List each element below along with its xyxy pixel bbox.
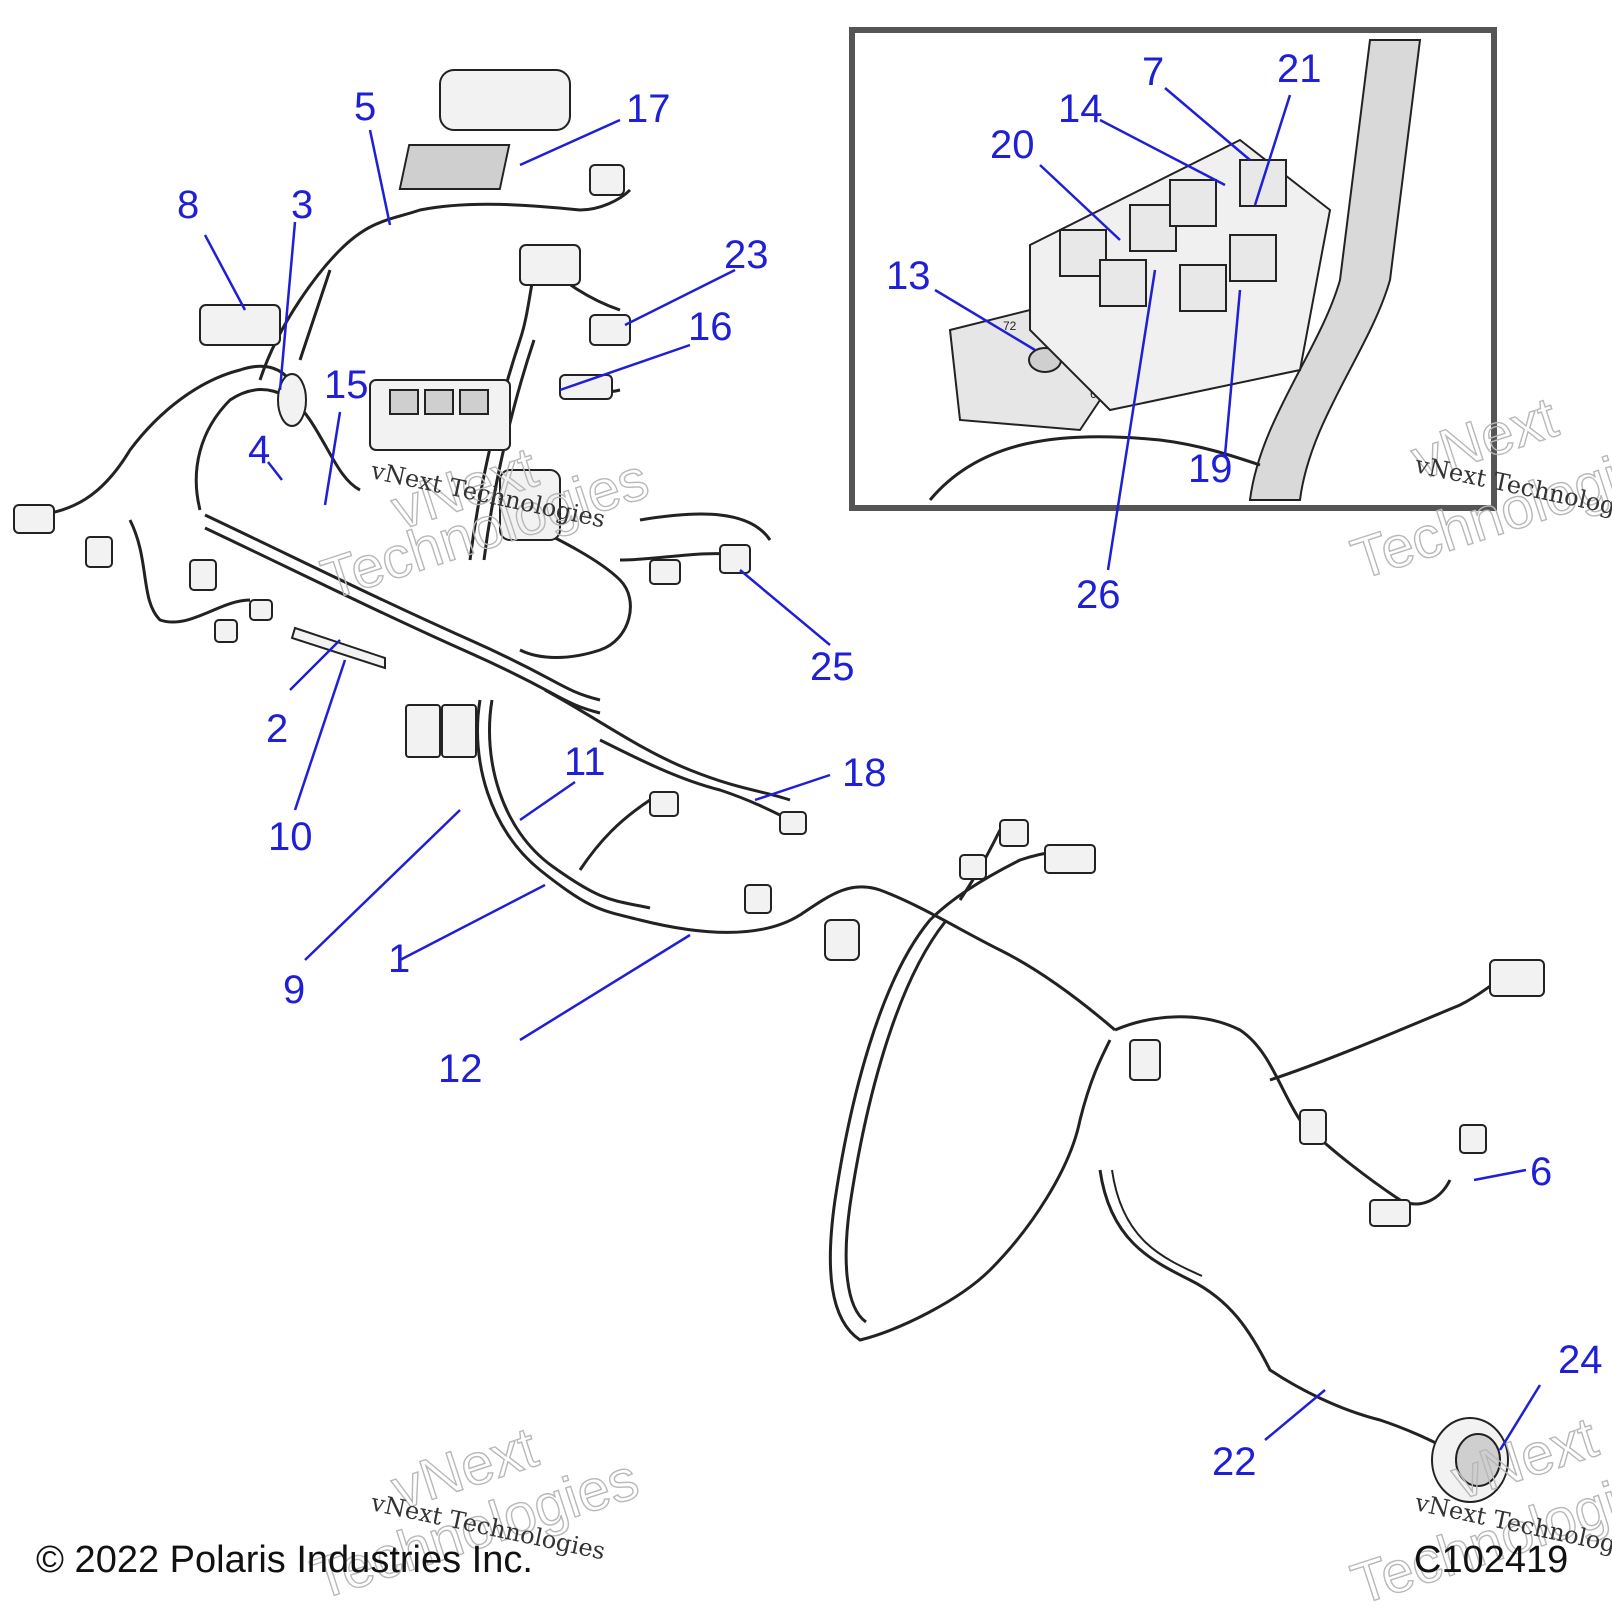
relay-shape	[459, 389, 489, 415]
callout-10: 10	[268, 815, 313, 859]
relay-shape	[1059, 229, 1107, 277]
copyright-text: © 2022 Polaris Industries Inc.	[36, 1539, 533, 1581]
callout-23: 23	[724, 233, 769, 277]
connector-shape	[559, 374, 613, 400]
callout-7: 7	[1142, 50, 1164, 94]
connector-shape	[249, 599, 273, 621]
callout-3: 3	[291, 183, 313, 227]
connector-shape	[589, 314, 631, 346]
callout-15: 15	[324, 363, 369, 407]
connector-shape	[1299, 1109, 1327, 1145]
connector-shape	[744, 884, 772, 914]
relay-shape	[1169, 179, 1217, 227]
callout-12: 12	[438, 1047, 483, 1091]
connector-shape	[199, 304, 281, 346]
connector-shape	[1044, 844, 1096, 874]
leader-lines	[203, 87, 1542, 1451]
relay-shape	[389, 389, 419, 415]
callout-24: 24	[1558, 1338, 1603, 1382]
callout-19: 19	[1188, 447, 1233, 491]
callout-labels: 1 2 3 4 5 6 7 8 9 10 11 12 13 14 15 16 1…	[177, 47, 1603, 1484]
callout-21: 21	[1277, 47, 1322, 91]
connector-shape	[824, 919, 860, 961]
callout-2: 2	[266, 707, 288, 751]
bracket-label-72: 72	[1003, 319, 1017, 333]
figure-code: C102419	[1414, 1539, 1568, 1581]
connector-shape	[214, 619, 238, 643]
connector-shape	[1129, 1039, 1161, 1081]
relay-shape	[1229, 234, 1277, 282]
connector-shape	[519, 244, 581, 286]
harness-artwork	[13, 69, 1545, 1503]
callout-26: 26	[1076, 573, 1121, 617]
callout-1: 1	[388, 937, 410, 981]
callout-18: 18	[842, 751, 887, 795]
connector-shape	[999, 819, 1029, 847]
connector-shape	[649, 791, 679, 817]
callout-4: 4	[248, 428, 270, 472]
callout-16: 16	[688, 305, 733, 349]
callout-22: 22	[1212, 1440, 1257, 1484]
relay-shape	[424, 389, 454, 415]
connector-shape	[189, 559, 217, 591]
connector-shape	[13, 504, 55, 534]
grommet-shape	[1455, 1433, 1501, 1487]
callout-9: 9	[283, 968, 305, 1012]
fuse-box-cover-shape	[439, 69, 571, 131]
connector-shape	[85, 536, 113, 568]
tie-strap-shape	[290, 626, 386, 670]
callout-17: 17	[626, 87, 671, 131]
connector-shape	[499, 469, 561, 541]
diode-shape	[277, 373, 307, 427]
callout-8: 8	[177, 183, 199, 227]
connector-shape	[1369, 1199, 1411, 1227]
fuse-label-shape	[398, 144, 511, 190]
connector-shape	[719, 544, 751, 574]
inset-detail: 72 67	[849, 27, 1497, 511]
callout-25: 25	[810, 645, 855, 689]
connector-shape	[649, 559, 681, 585]
frame-tube-shape	[1248, 39, 1422, 501]
connector-shape	[1459, 1124, 1487, 1154]
callout-13: 13	[886, 254, 931, 298]
connector-shape	[779, 811, 807, 835]
relay-shape	[1179, 264, 1227, 312]
callout-5: 5	[354, 85, 376, 129]
relay-shape	[1099, 259, 1147, 307]
callout-11: 11	[564, 740, 606, 784]
connector-shape	[405, 704, 441, 758]
connector-shape	[1489, 959, 1545, 997]
callout-6: 6	[1530, 1150, 1552, 1194]
relay-shape	[1129, 204, 1177, 252]
watermarks: vNext Technologies vNext Technologies vN…	[303, 384, 1612, 1612]
connector-shape	[959, 854, 987, 880]
callout-20: 20	[990, 123, 1035, 167]
callout-14: 14	[1058, 87, 1103, 131]
connector-shape	[589, 164, 625, 196]
connector-shape	[441, 704, 477, 758]
